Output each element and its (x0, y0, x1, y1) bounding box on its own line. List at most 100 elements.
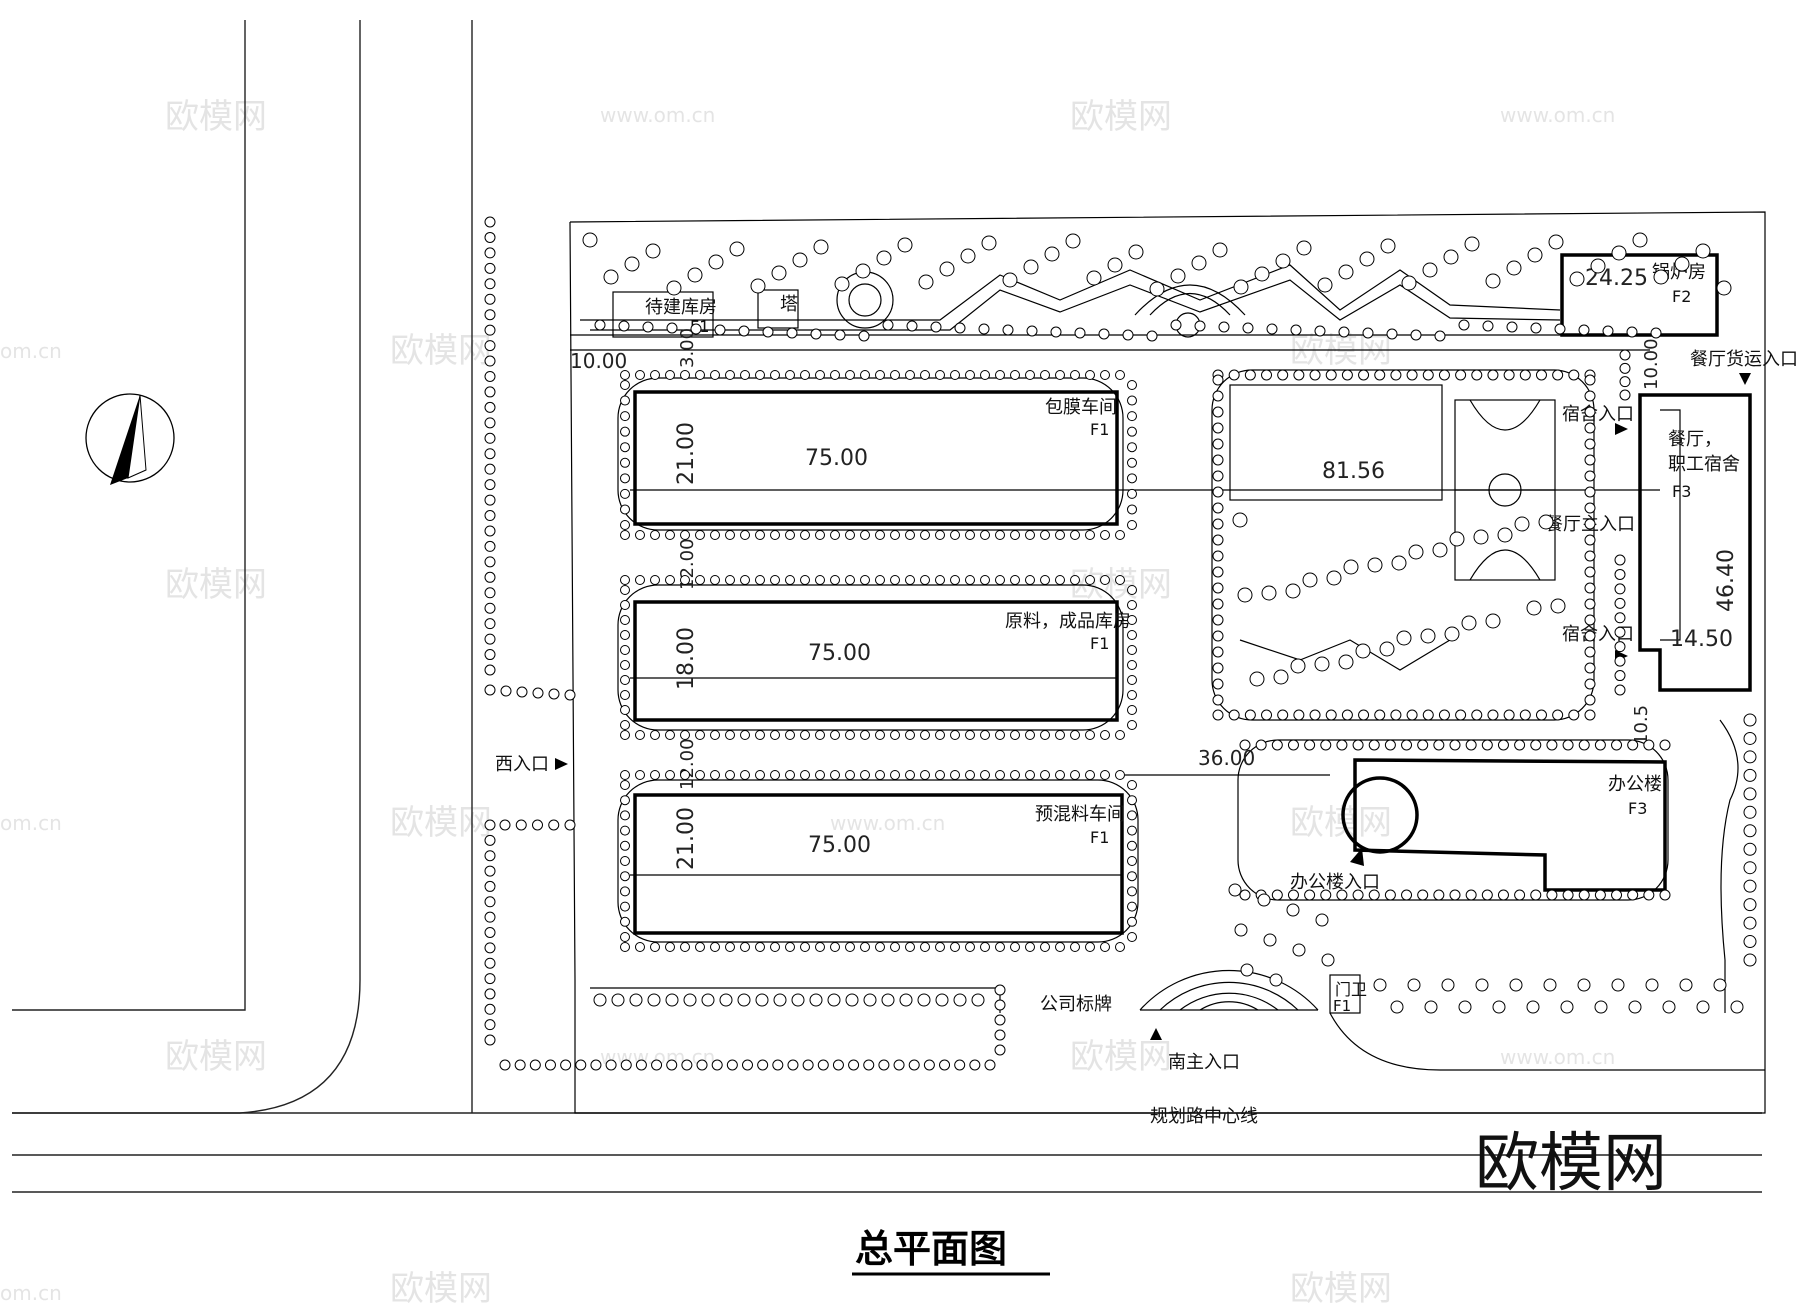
tree-icon (484, 448, 496, 460)
tree-icon (1341, 369, 1353, 381)
tree-icon (1584, 390, 1596, 402)
tree-icon (635, 942, 645, 952)
tree-icon (1653, 269, 1669, 285)
tree-icon (1420, 628, 1436, 644)
tree-icon (1317, 277, 1333, 293)
tree-icon (1410, 329, 1422, 341)
tree-icon (1584, 646, 1596, 658)
tree-icon (800, 575, 810, 585)
tree-icon (848, 1059, 860, 1071)
tree-icon (1070, 770, 1080, 780)
tree-icon (950, 575, 960, 585)
tree-icon (1010, 770, 1020, 780)
tree-icon (1275, 253, 1291, 269)
tree-icon (1309, 369, 1321, 381)
tree-icon (785, 770, 795, 780)
tree-icon (484, 1003, 496, 1015)
tree-icon (800, 942, 810, 952)
tree-icon (830, 530, 840, 540)
tree-icon (815, 370, 825, 380)
tree-icon (890, 575, 900, 585)
tree-icon (935, 993, 949, 1007)
tree-icon (1191, 255, 1207, 271)
tree-icon (1212, 582, 1224, 594)
tree-icon (1100, 730, 1110, 740)
tree-icon (1743, 953, 1757, 967)
tree-icon (1127, 473, 1137, 484)
tree-icon (1115, 730, 1125, 740)
tree-icon (1560, 1000, 1574, 1014)
tree-icon (1127, 504, 1137, 515)
tree-icon (1424, 1000, 1438, 1014)
tree-icon (620, 504, 630, 515)
tree-icon (1408, 544, 1424, 560)
tree-icon (893, 1059, 905, 1071)
brand-watermark: 欧模网 (1475, 1127, 1667, 1201)
tree-icon (1325, 369, 1337, 381)
tree-icon (484, 834, 496, 846)
film-workshop-label: 包膜车间 (1045, 397, 1117, 418)
tree-icon (815, 530, 825, 540)
tree-icon (1266, 323, 1278, 335)
tree-icon (965, 575, 975, 585)
tree-icon (1212, 390, 1224, 402)
premix-workshop: 75.00 21.00 预混料车间 F1 (617, 779, 1139, 943)
tree-icon (1212, 518, 1224, 530)
tree-icon (965, 942, 975, 952)
tree-icon (1292, 943, 1306, 957)
tree-icon (917, 993, 931, 1007)
tree-icon (516, 686, 528, 698)
tree-icon (740, 530, 750, 540)
tree-icon (1074, 327, 1086, 339)
tree-icon (1002, 272, 1018, 288)
tree-icon (484, 664, 496, 676)
tree-icon (1314, 656, 1330, 672)
canteen-dorm-length: 46.40 (1714, 549, 1739, 612)
tree-icon (484, 510, 496, 522)
tree-icon (1010, 370, 1020, 380)
tree-icon (740, 575, 750, 585)
tree-icon (890, 942, 900, 952)
tree-icon (800, 730, 810, 740)
tree-icon (978, 323, 990, 335)
tree-icon (1326, 570, 1342, 586)
tree-icon (1287, 889, 1299, 901)
tree-icon (1127, 932, 1137, 942)
watermark-text: 欧模网 (165, 1037, 267, 1077)
central-garden: 81.56 (1211, 369, 1595, 721)
tree-icon (1569, 271, 1585, 287)
tree-icon (1643, 889, 1655, 901)
tree-icon (1390, 1000, 1404, 1014)
canteen-dormitory: 餐厅， 职工宿舍 F3 46.40 14.50 (1638, 393, 1752, 692)
tree-icon (484, 417, 496, 429)
tree-icon (969, 1059, 981, 1071)
tree-icon (1212, 486, 1224, 498)
tree-icon (800, 530, 810, 540)
tree-icon (1645, 978, 1659, 992)
tree-icon (1497, 527, 1513, 543)
tree-icon (1546, 889, 1558, 901)
tree-icon (665, 993, 679, 1007)
tree-icon (920, 770, 930, 780)
tree-icon (1362, 327, 1374, 339)
tree-icon (1070, 575, 1080, 585)
tree-icon (1743, 768, 1757, 782)
tree-icon (650, 370, 660, 380)
tree-icon (1743, 805, 1757, 819)
tree-icon (1115, 370, 1125, 380)
tree-icon (785, 370, 795, 380)
tree-icon (1194, 320, 1206, 332)
tree-icon (1070, 942, 1080, 952)
tree-icon (770, 370, 780, 380)
tree-icon (484, 988, 496, 1000)
watermark-url: www.om.cn (600, 103, 715, 127)
tree-icon (515, 819, 527, 831)
tree-icon (1343, 559, 1359, 575)
tree-icon (737, 993, 751, 1007)
office-floors: F3 (1628, 799, 1647, 818)
tree-icon (1040, 942, 1050, 952)
tree-icon (1458, 319, 1470, 331)
tree-icon (1127, 488, 1137, 499)
tree-icon (1614, 655, 1626, 667)
tree-icon (484, 942, 496, 954)
